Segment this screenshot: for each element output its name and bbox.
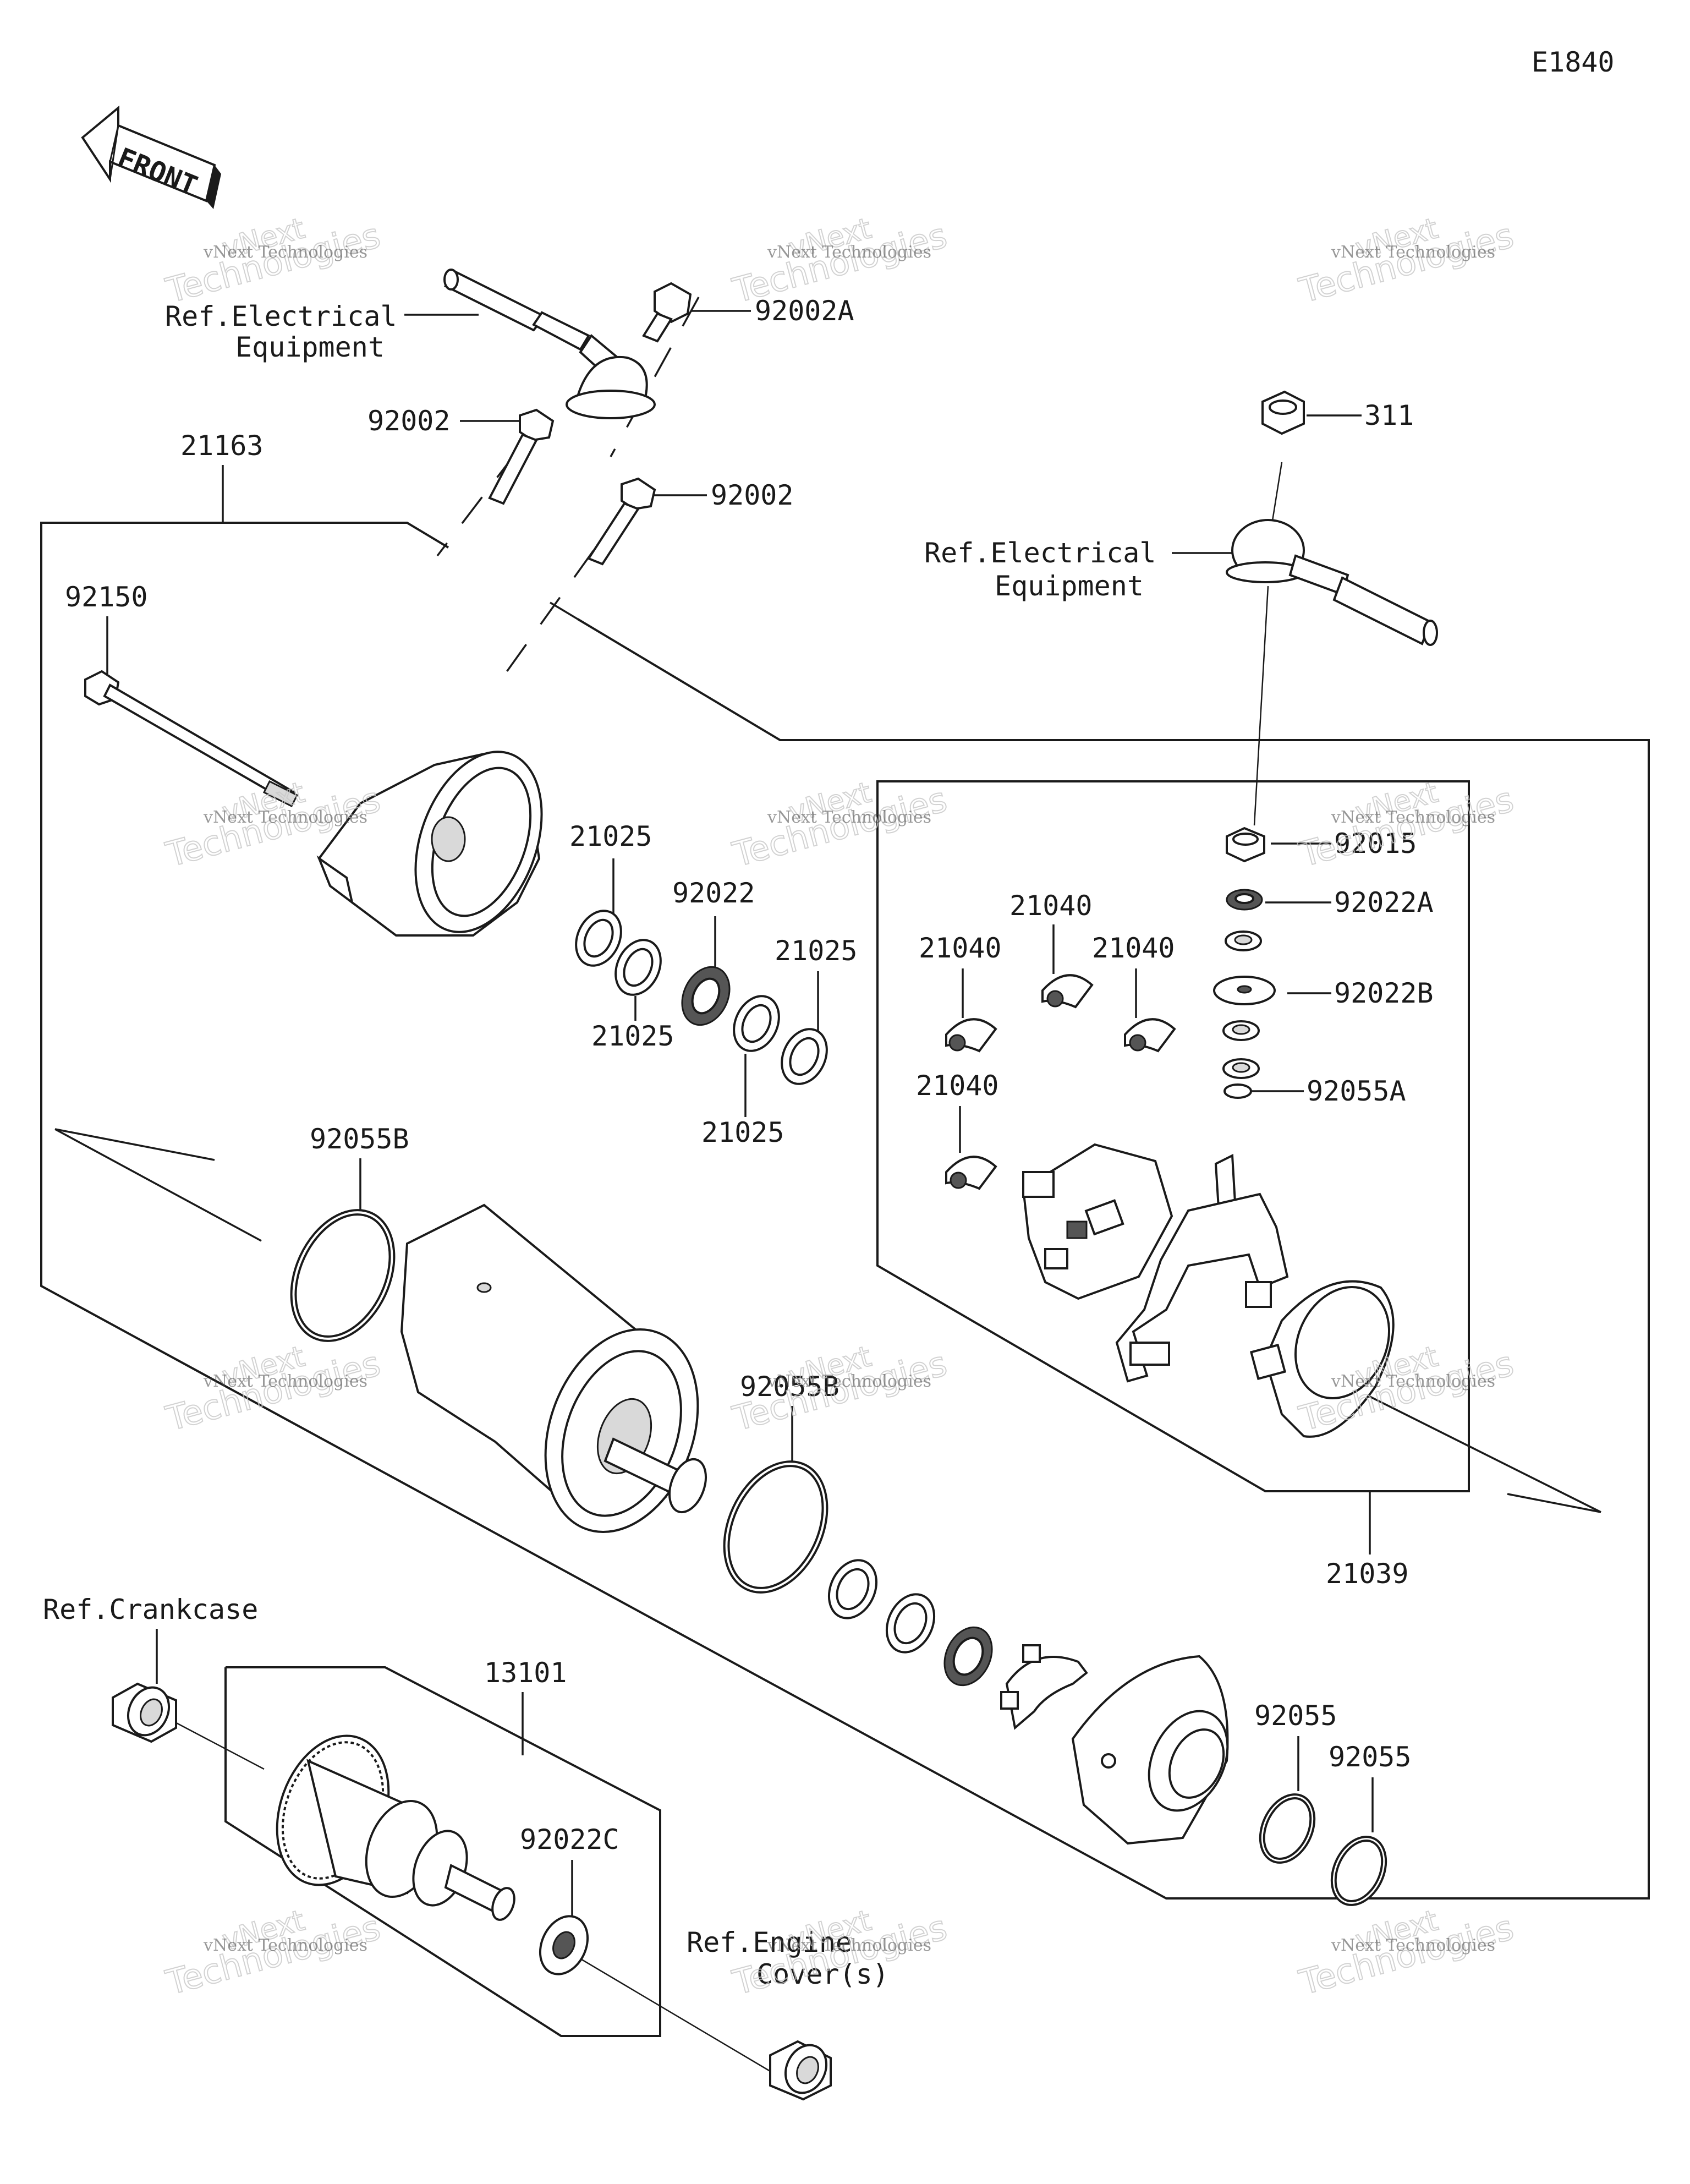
washer-21025-4 xyxy=(781,1028,828,1085)
part-label-92022C: 92022C xyxy=(520,1824,619,1855)
brush-spring-21040-b xyxy=(1041,974,1094,1009)
washer-lower-2 xyxy=(885,1593,936,1654)
front-arrow-icon: FRONT xyxy=(81,105,221,209)
bushing-engine-cover xyxy=(769,2040,832,2101)
bushing-crankcase xyxy=(112,1682,177,1743)
washer-21025-1 xyxy=(575,910,622,967)
svg-text:vNext Technologies: vNext Technologies xyxy=(767,1372,931,1391)
front-housing xyxy=(316,751,543,937)
bolt-92002A xyxy=(642,282,692,343)
o-ring-92055-left xyxy=(1259,1793,1316,1864)
part-label-92022A: 92022A xyxy=(1334,886,1434,918)
terminal-bracket xyxy=(1115,1153,1289,1383)
brush-spring-21040-d xyxy=(945,1156,997,1190)
brush-ring xyxy=(1249,1280,1395,1438)
part-label-92055B-lower: 92055B xyxy=(740,1371,839,1403)
part-label-92022B: 92022B xyxy=(1334,977,1434,1009)
part-label-21040-right: 21040 xyxy=(1092,932,1175,964)
part-label-311: 311 xyxy=(1364,399,1414,431)
part-label-21040-top: 21040 xyxy=(1009,890,1093,922)
part-label-21039: 21039 xyxy=(1326,1558,1409,1590)
svg-text:vNext Technologies: vNext Technologies xyxy=(767,808,931,827)
svg-text:vNext Technologies: vNext Technologies xyxy=(203,1936,367,1955)
part-label-13101: 13101 xyxy=(484,1657,567,1689)
ref-crankcase-label: Ref.Crankcase xyxy=(43,1594,258,1625)
ref-electrical-1-label-line2: Equipment xyxy=(235,331,385,363)
part-label-92055B-upper: 92055B xyxy=(310,1123,409,1155)
svg-text:vNext Technologies: vNext Technologies xyxy=(1331,808,1495,827)
part-label-92022: 92022 xyxy=(672,877,755,909)
part-label-21025-bottom: 21025 xyxy=(701,1116,784,1148)
part-label-21040-lower: 21040 xyxy=(916,1070,999,1102)
lock-washer-92022A xyxy=(1226,889,1263,911)
svg-text:vNext Technologies: vNext Technologies xyxy=(767,1936,931,1955)
svg-text:vNext Technologies: vNext Technologies xyxy=(1331,1936,1495,1955)
o-ring-92055B-lower xyxy=(723,1460,828,1594)
brush-spring-21040-a xyxy=(945,1018,997,1053)
starter-clutch-outline-13101 xyxy=(224,1666,661,2037)
bolt-92002-upper xyxy=(488,408,555,505)
part-label-21163: 21163 xyxy=(180,430,264,462)
watermark-group: Technologies vNext vNext Technologies Te… xyxy=(161,211,1518,2003)
rear-cover xyxy=(1071,1655,1229,1845)
brush-assembly-outline-21039 xyxy=(876,780,1470,1492)
electrical-cable-lower xyxy=(1226,519,1438,646)
part-label-21025-left: 21025 xyxy=(591,1020,674,1052)
svg-text:vNext Technologies: vNext Technologies xyxy=(203,243,367,262)
part-label-92055-left: 92055 xyxy=(1254,1700,1337,1732)
nut-311 xyxy=(1261,390,1305,435)
part-label-21025-top: 21025 xyxy=(569,820,652,852)
washer-92022 xyxy=(681,966,731,1026)
svg-text:vNext Technologies: vNext Technologies xyxy=(203,808,367,827)
washer-lower-1 xyxy=(827,1559,878,1619)
brush-spring-21040-c xyxy=(1124,1018,1176,1053)
ref-electrical-1-label: Ref.Electrical xyxy=(165,300,397,332)
washer-21025-2 xyxy=(614,939,662,996)
washer-lower-3 xyxy=(943,1626,993,1687)
starter-clutch-gear xyxy=(276,1734,515,1921)
o-ring-92055B-upper xyxy=(290,1209,396,1342)
brush-holder-plate xyxy=(1022,1143,1173,1300)
part-label-92002-upper: 92002 xyxy=(367,405,451,437)
part-label-92002-lower: 92002 xyxy=(711,479,794,511)
part-label-92055A: 92055A xyxy=(1307,1075,1406,1107)
diagram-code: E1840 xyxy=(1532,46,1615,78)
part-label-92055-right: 92055 xyxy=(1329,1741,1412,1773)
svg-text:vNext Technologies: vNext Technologies xyxy=(1331,243,1495,262)
svg-text:vNext Technologies: vNext Technologies xyxy=(203,1372,367,1391)
ref-electrical-2-label: Ref.Electrical xyxy=(924,537,1156,569)
washer-stack xyxy=(1213,930,1276,1099)
svg-text:vNext Technologies: vNext Technologies xyxy=(1331,1372,1495,1391)
ref-electrical-2-label-line2: Equipment xyxy=(995,570,1144,602)
washer-92022C xyxy=(539,1915,589,1975)
part-label-92150: 92150 xyxy=(65,581,148,613)
part-label-92002A: 92002A xyxy=(755,295,854,327)
lock-plate xyxy=(1000,1644,1088,1730)
part-label-21025-right: 21025 xyxy=(775,935,858,967)
electrical-cable-upper xyxy=(443,269,656,419)
long-bolt-92150 xyxy=(84,670,299,808)
o-ring-92055-right xyxy=(1330,1836,1387,1906)
part-label-21040-left: 21040 xyxy=(919,932,1002,964)
part-label-92015: 92015 xyxy=(1334,828,1417,860)
washer-21025-3 xyxy=(733,995,780,1052)
bolt-92002-lower xyxy=(586,477,656,566)
ref-engine-cover-label: Ref.Engine xyxy=(687,1926,852,1958)
motor-yoke xyxy=(400,1203,707,1533)
svg-text:vNext Technologies: vNext Technologies xyxy=(767,243,931,262)
ref-engine-cover-label-line2: Cover(s) xyxy=(756,1958,889,1990)
nut-92015 xyxy=(1226,826,1265,863)
assembly-outline-21163 xyxy=(40,522,1650,1900)
